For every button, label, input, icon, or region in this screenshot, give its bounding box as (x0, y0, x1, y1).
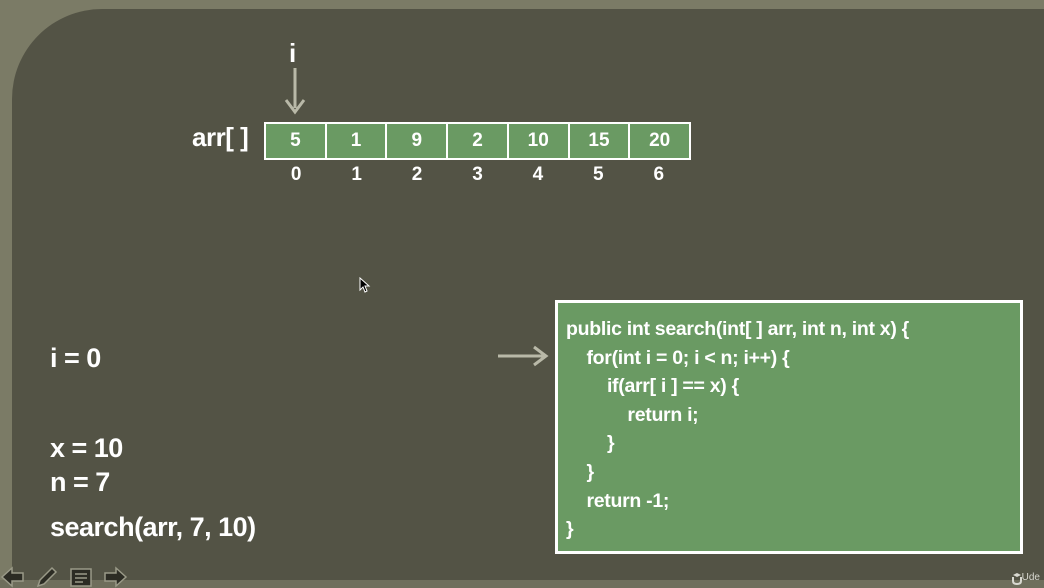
code-line: for(int i = 0; i < n; i++) { (566, 346, 790, 369)
array-cell: 10 (508, 124, 568, 158)
pen-icon[interactable] (34, 566, 60, 588)
code-line: } (566, 432, 615, 455)
udemy-logo-icon (1012, 573, 1022, 585)
mouse-cursor-icon (359, 277, 371, 293)
array-cell: 1 (326, 124, 386, 158)
code-line: } (566, 518, 574, 541)
array-indexes: 0 1 2 3 4 5 6 (266, 164, 689, 186)
array-cell: 20 (630, 124, 690, 158)
array-index: 3 (472, 164, 483, 185)
array-cells: 5 1 9 2 10 15 20 (264, 122, 691, 160)
array-cell: 9 (387, 124, 447, 158)
array-index: 4 (532, 164, 544, 185)
array-cell: 2 (448, 124, 507, 158)
prev-arrow-icon[interactable] (0, 566, 26, 588)
array-cell: 15 (569, 124, 629, 158)
player-bottom-strip (0, 580, 1044, 588)
pointer-label: i (289, 38, 297, 68)
var-i: i = 0 (50, 343, 101, 373)
array-index: 5 (593, 164, 604, 185)
var-x: x = 10 (50, 433, 123, 463)
execution-arrow-icon (498, 345, 549, 367)
code-line: if(arr[ i ] == x) { (566, 375, 739, 398)
code-line: } (566, 460, 594, 483)
array-cell: 5 (266, 124, 325, 158)
array-label: arr[ ] (192, 122, 249, 152)
brand-text: Ude (1021, 572, 1040, 583)
var-n: n = 7 (50, 467, 110, 497)
next-arrow-icon[interactable] (102, 566, 128, 588)
notes-icon[interactable] (68, 566, 94, 588)
pointer-arrow-icon (284, 68, 306, 115)
code-line: public int search(int[ ] arr, int n, int… (566, 318, 909, 340)
array-index: 0 (290, 164, 302, 185)
array-index: 6 (653, 164, 665, 185)
array-index: 2 (411, 164, 423, 185)
code-block: public int search(int[ ] arr, int n, int… (555, 300, 1023, 554)
slideshow-controls (0, 566, 136, 588)
code-line: return -1; (566, 489, 670, 512)
code-line: return i; (566, 403, 699, 426)
array-index: 1 (351, 164, 362, 185)
function-call: search(arr, 7, 10) (50, 512, 256, 542)
